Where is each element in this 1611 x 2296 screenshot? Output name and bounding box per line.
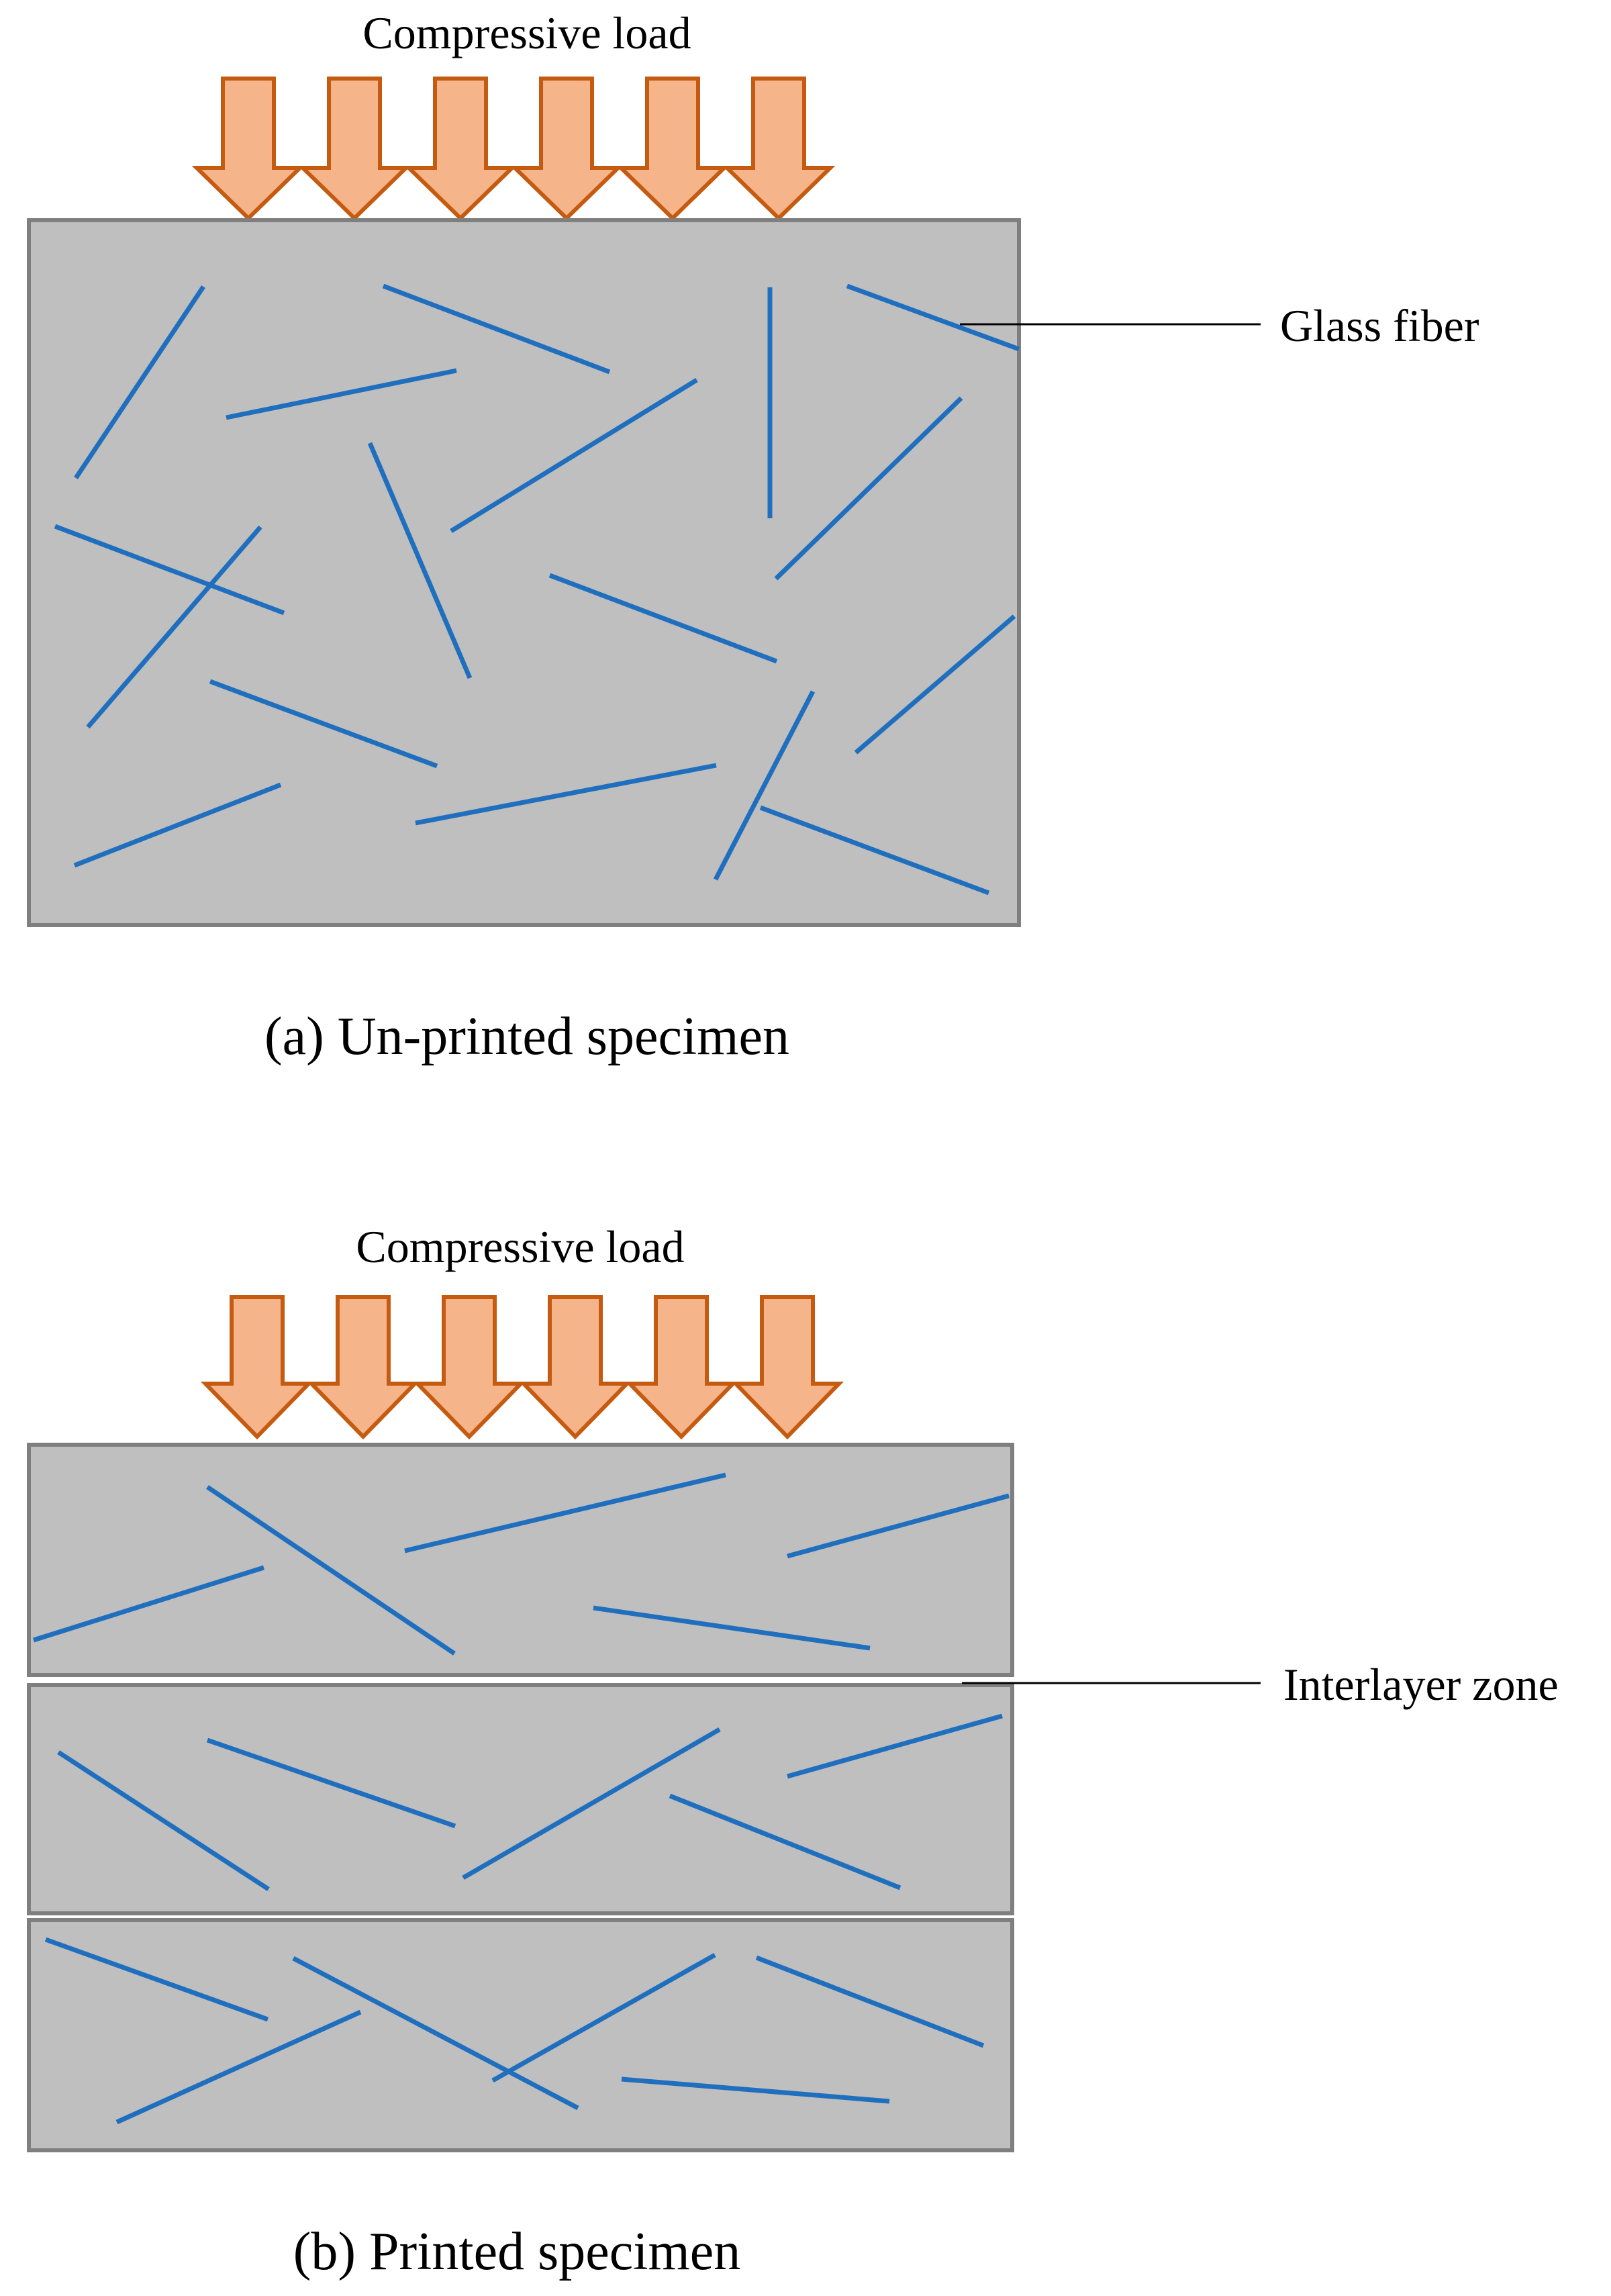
glass-fiber [450, 378, 698, 533]
printed-layer-middle [27, 1683, 1014, 1915]
glass-fiber [206, 1737, 456, 1829]
glass-fiber [755, 1955, 985, 2048]
glass-fiber [226, 368, 457, 420]
glass-fiber [292, 1956, 579, 2111]
glass-fiber [787, 1493, 1010, 1559]
glass-fiber [115, 2009, 362, 2125]
panel-a-load-label: Compressive load [362, 7, 691, 58]
glass-fiber [669, 1793, 901, 1891]
down-arrow-icon [730, 1295, 844, 1440]
glass-fiber [74, 285, 205, 479]
panel-b-load-arrows [200, 1295, 844, 1440]
glass-fiber [209, 679, 438, 769]
panel-a-load-arrows [191, 77, 836, 222]
down-arrow-icon [297, 77, 411, 222]
glass-fiber [206, 1485, 456, 1656]
glass-fiber [367, 442, 473, 679]
down-arrow-icon [412, 1295, 526, 1440]
glass-fiber [548, 573, 778, 664]
down-arrow-icon [616, 77, 730, 222]
glass-fiber [593, 1605, 871, 1651]
glass-fiber [713, 690, 816, 881]
glass-fiber [54, 524, 285, 616]
printed-layer-bottom [27, 1918, 1014, 2152]
down-arrow-icon [518, 1295, 632, 1440]
down-arrow-icon [403, 77, 518, 222]
panel-b: Compressive load Interla [27, 1221, 1559, 2281]
glass-fiber [32, 1565, 265, 1643]
glass-fiber-label: Glass fiber [1280, 300, 1479, 351]
panel-b-caption: (b) Printed specimen [293, 2222, 740, 2281]
down-arrow-icon [191, 77, 305, 222]
panel-a-fibers [54, 283, 1020, 896]
glass-fiber [73, 782, 282, 868]
glass-fiber [491, 1952, 716, 2083]
glass-fiber [86, 525, 262, 729]
glass-fiber [44, 1937, 269, 2022]
glass-fiber [621, 2076, 890, 2104]
down-arrow-icon [200, 1295, 314, 1440]
glass-fiber [759, 805, 990, 896]
panel-b-load-label: Compressive load [356, 1221, 684, 1272]
glass-fiber [462, 1727, 721, 1880]
interlayer-zone-label: Interlayer zone [1283, 1659, 1559, 1710]
glass-fiber [854, 614, 1016, 755]
glass-fiber [404, 1472, 726, 1553]
glass-fiber [415, 763, 717, 826]
panel-a: Compressive load Glass fiber (a) Un-prin… [27, 7, 1479, 1066]
glass-fiber [846, 283, 1020, 352]
panel-b-fibers [32, 1472, 1010, 2125]
down-arrow-icon [306, 1295, 420, 1440]
down-arrow-icon [722, 77, 836, 222]
glass-fiber [57, 1750, 270, 1891]
glass-fiber [787, 1713, 1003, 1779]
down-arrow-icon [624, 1295, 738, 1440]
glass-fiber [382, 283, 611, 375]
panel-a-caption: (a) Un-printed specimen [264, 1007, 789, 1066]
printed-layer-top [27, 1443, 1014, 1677]
glass-fiber [774, 396, 963, 581]
down-arrow-icon [509, 77, 624, 222]
